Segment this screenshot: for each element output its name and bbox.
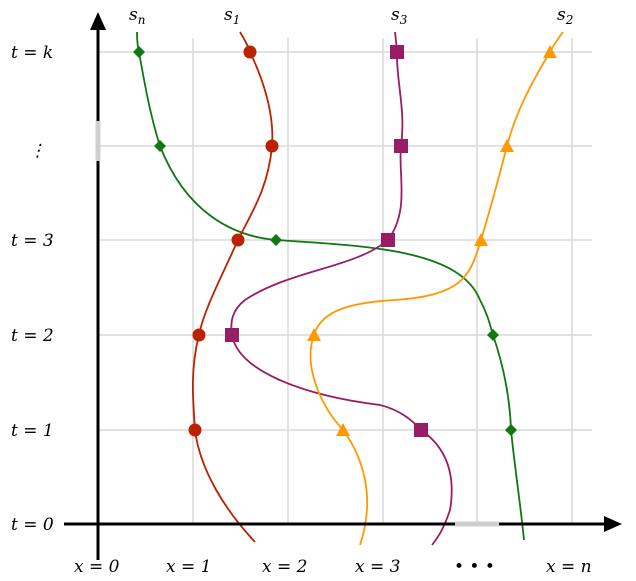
marker-s-n-t-1 xyxy=(505,424,517,436)
time-labels: t = k ⋮ t = 3 t = 2 t = 1 t = 0 xyxy=(11,43,54,535)
series-label-subscript: 2 xyxy=(565,13,574,27)
time-axis-arrow xyxy=(90,12,106,30)
curve-s-1 xyxy=(191,31,274,543)
markers xyxy=(133,45,557,437)
space-label-2: x = 2 xyxy=(262,557,307,577)
series-label-s-1: s1 xyxy=(224,5,240,27)
marker-s-3-t-2 xyxy=(225,328,239,342)
space-ellipsis: • • • xyxy=(454,557,495,577)
marker-s-2-t-3 xyxy=(474,233,488,246)
marker-s-2-t-1 xyxy=(336,423,350,436)
time-label-3: t = 3 xyxy=(11,231,54,251)
curve-s-3 xyxy=(230,31,453,546)
series-label-subscript: 3 xyxy=(400,13,408,27)
time-label-0: t = 0 xyxy=(11,515,54,535)
space-axis-arrow xyxy=(604,516,622,532)
trajectories xyxy=(136,31,564,546)
marker-s-3-t-3 xyxy=(381,233,395,247)
series-label-subscript: n xyxy=(138,13,146,27)
series-labels: sn s1 s3 s2 xyxy=(129,5,573,27)
marker-s-3-t-k xyxy=(390,45,404,59)
marker-s-1-t-1 xyxy=(188,423,202,437)
marker-s-n-t-k xyxy=(133,46,145,58)
time-label-1: t = 1 xyxy=(11,421,54,441)
series-label-s-n: sn xyxy=(129,5,145,27)
space-label-1: x = 1 xyxy=(166,557,211,577)
series-label-subscript: 1 xyxy=(233,13,241,27)
marker-s-2-t-dots xyxy=(500,139,514,152)
time-ellipsis: ⋮ xyxy=(29,141,46,161)
marker-s-3-t-dots xyxy=(394,139,408,153)
marker-s-1-t-k xyxy=(243,45,257,59)
space-label-3: x = 3 xyxy=(355,557,400,577)
grid xyxy=(98,38,592,524)
series-label-s-2: s2 xyxy=(557,5,573,27)
marker-s-1-t-dots xyxy=(265,139,279,153)
marker-s-1-t-3 xyxy=(231,233,245,247)
marker-s-3-t-1 xyxy=(414,423,428,437)
marker-s-2-t-k xyxy=(543,45,557,58)
marker-s-1-t-2 xyxy=(192,328,206,342)
marker-s-2-t-2 xyxy=(307,328,321,341)
marker-s-n-t-3 xyxy=(270,234,282,246)
axes xyxy=(64,12,622,560)
curve-s-n xyxy=(136,31,525,541)
series-label-s-3: s3 xyxy=(391,5,408,27)
time-label-2: t = 2 xyxy=(11,326,54,346)
marker-s-n-t-2 xyxy=(487,329,499,341)
curve-s-2 xyxy=(309,31,564,546)
marker-s-n-t-dots xyxy=(154,140,166,152)
space-labels: x = 0 x = 1 x = 2 x = 3 • • • x = n xyxy=(74,557,592,577)
time-label-k: t = k xyxy=(11,43,53,63)
space-label-0: x = 0 xyxy=(74,557,120,577)
space-label-n: x = n xyxy=(546,557,592,577)
